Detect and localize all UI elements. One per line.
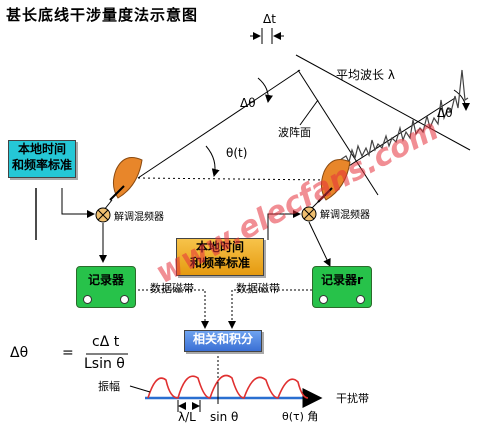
delta-theta-arc-left	[257, 77, 273, 103]
mixer-right-label: 解调混频器	[320, 210, 370, 221]
left-tape-to-correlator	[134, 289, 209, 329]
wavefront-label: 波阵面	[278, 126, 311, 139]
baseline-dotted	[137, 177, 331, 181]
right-tape-to-correlator	[228, 289, 312, 329]
right-std-to-mixer	[267, 210, 301, 240]
fringe-waveform	[147, 374, 309, 399]
theta-tau-angle-label: θ(τ) 角	[282, 410, 319, 423]
correlate-integrate-box: 相关和积分	[184, 330, 262, 352]
wavefront-upper	[295, 54, 471, 151]
formula-denominator: Lsin θ	[84, 356, 125, 372]
local-std-right-box: 本地时间 和频率标准	[176, 238, 264, 276]
delta-t-label: Δt	[263, 12, 276, 26]
formula-numerator: cΔ t	[92, 334, 120, 350]
recorder-left-reel-icon	[83, 295, 92, 304]
fringe-band-label: 干扰带	[336, 392, 369, 405]
dish-right-icon	[317, 159, 351, 203]
sin-theta-label: sin θ	[210, 410, 239, 424]
recorder-right-reel-icon	[319, 295, 328, 304]
recorder-left-reel-icon	[120, 295, 129, 304]
tape-right-label: 数据磁带	[236, 282, 280, 295]
formula-lhs: Δθ	[10, 345, 29, 361]
mixer-left-label: 解调混频器	[114, 212, 164, 223]
amplitude-label: 振幅	[98, 380, 120, 393]
recorder-right-reel-icon	[356, 295, 365, 304]
avg-wavelength-label: 平均波长 λ	[336, 68, 395, 82]
delta-theta-left-label: Δθ	[240, 96, 256, 110]
ray-left	[137, 69, 301, 179]
incoming-signal-wave	[339, 69, 469, 164]
lambda-over-l-label: λ/L	[178, 410, 196, 424]
local-std-left-box: 本地时间 和频率标准	[8, 140, 76, 178]
recorder-right: 记录器r	[312, 266, 372, 308]
recorder-left-label: 记录器	[87, 273, 124, 287]
right-mixer-to-recorder	[308, 221, 331, 267]
mixer-right-icon	[301, 206, 317, 222]
delta-theta-arc-right	[453, 89, 470, 111]
tape-left-label: 数据磁带	[150, 282, 194, 295]
mixer-left-icon	[95, 207, 111, 223]
theta-t-arc	[205, 145, 220, 177]
wavefront-line	[297, 69, 379, 196]
dish-left-icon	[109, 157, 143, 201]
left-std-to-mixer	[61, 188, 95, 218]
recorder-left: 记录器	[76, 266, 136, 308]
formula-equals: =	[62, 345, 74, 361]
recorder-right-label: 记录器r	[321, 273, 363, 287]
delta-theta-right-label: Δθ	[437, 106, 453, 120]
diagram-title: 甚长底线干涉量度法示意图	[6, 6, 199, 24]
theta-t-label: θ(t)	[226, 146, 248, 160]
amplitude-pointer	[129, 385, 151, 393]
wavefront-pointer	[299, 99, 319, 126]
